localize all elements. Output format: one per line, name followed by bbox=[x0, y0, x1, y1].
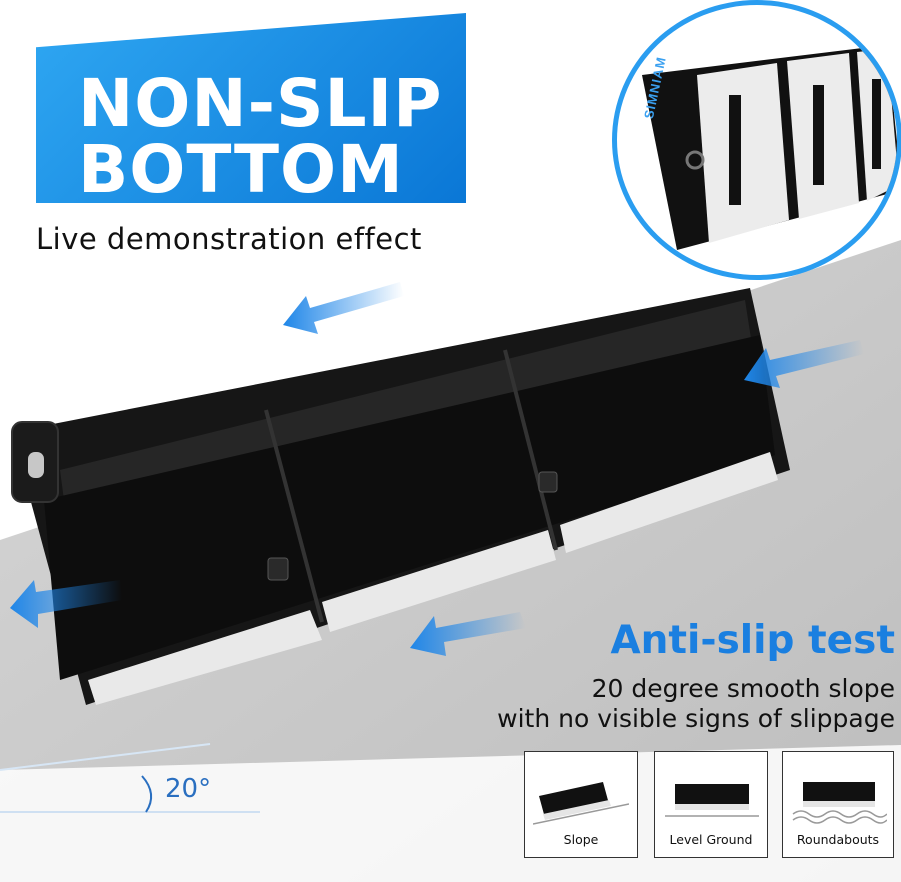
buckle bbox=[538, 471, 558, 493]
mode-label-slope: Slope bbox=[563, 832, 599, 847]
subtitle: Live demonstration effect bbox=[36, 222, 422, 256]
trunk-organizer bbox=[11, 288, 790, 705]
arrow-right bbox=[744, 340, 864, 388]
organizer-on-slope-icon bbox=[533, 782, 629, 825]
angle-arc bbox=[141, 775, 153, 813]
organizer-on-level-ground-icon bbox=[665, 784, 759, 817]
arrow-top bbox=[283, 282, 404, 334]
reflective-strip bbox=[88, 610, 322, 705]
mode-card-level-ground: Level Ground bbox=[654, 751, 768, 858]
buckle bbox=[267, 557, 289, 581]
slope-angle-label: 20° bbox=[165, 774, 212, 804]
headline-banner: NON-SLIP BOTTOM bbox=[36, 13, 466, 203]
arrow-bottom bbox=[410, 612, 526, 656]
mode-card-slope: Slope bbox=[524, 751, 638, 858]
reflective-strip bbox=[322, 530, 556, 632]
bottom-view-inset: SIMNIAM bbox=[612, 0, 901, 280]
test-title: Anti-slip test bbox=[610, 618, 895, 663]
mode-card-roundabouts: Roundabouts bbox=[782, 751, 894, 858]
mode-label-level-ground: Level Ground bbox=[669, 832, 753, 847]
reflective-strip bbox=[560, 452, 778, 553]
test-description-line-2: with no visible signs of slippage bbox=[497, 704, 895, 733]
test-description-line-1: 20 degree smooth slope bbox=[591, 674, 895, 703]
headline-line-1: NON-SLIP bbox=[78, 65, 443, 142]
organizer-on-roundabout-icon bbox=[792, 782, 887, 824]
headline-line-2: BOTTOM bbox=[78, 131, 404, 208]
organizer-bottom-illustration bbox=[642, 45, 897, 250]
arrow-left bbox=[10, 580, 122, 628]
mode-label-roundabouts: Roundabouts bbox=[796, 832, 880, 847]
slope-edge-line bbox=[0, 743, 211, 771]
